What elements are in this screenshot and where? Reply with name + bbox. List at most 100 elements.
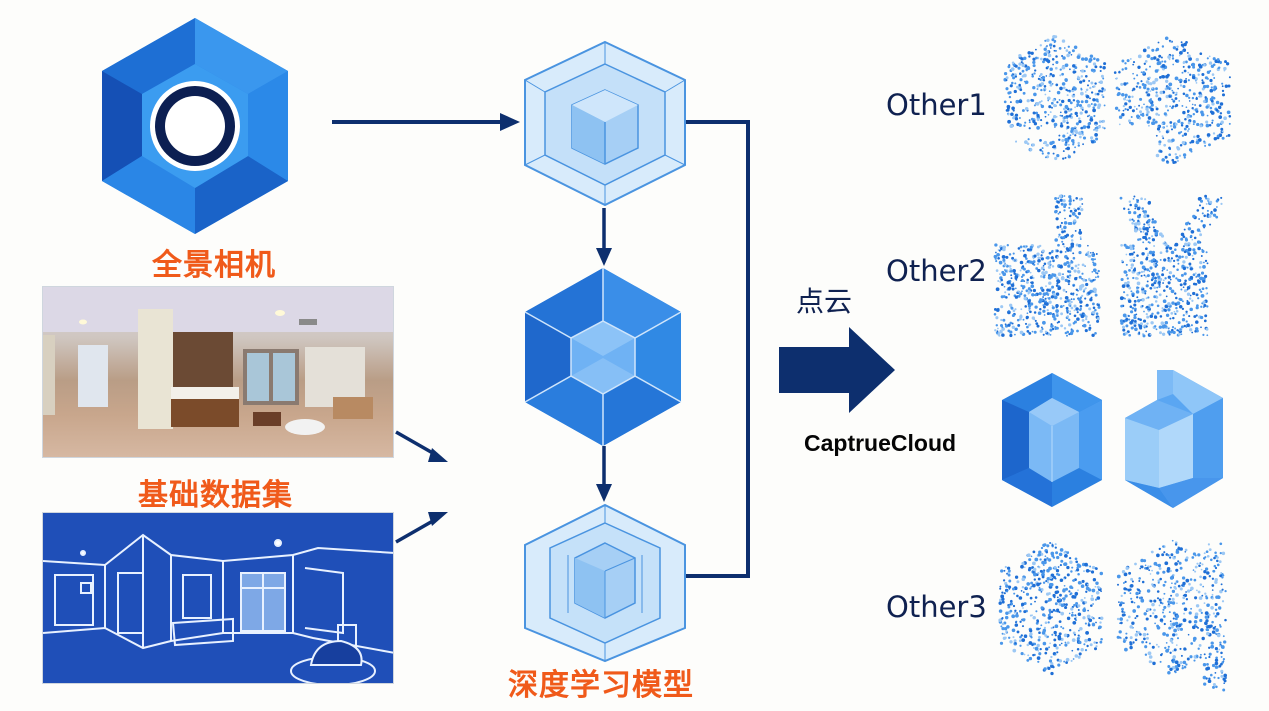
point-cloud-dot — [1012, 604, 1016, 608]
point-cloud-dot — [1213, 85, 1217, 89]
point-cloud-dot — [1153, 608, 1156, 612]
point-cloud-dot — [1084, 297, 1087, 300]
point-cloud-dot — [1063, 327, 1067, 330]
point-cloud-dot — [1145, 107, 1149, 111]
point-cloud-dot — [1077, 573, 1080, 576]
point-cloud-dot — [1064, 594, 1068, 598]
point-cloud-dot — [995, 331, 999, 335]
point-cloud-dot — [1051, 74, 1055, 78]
point-cloud-dot — [1202, 84, 1207, 89]
point-cloud-dot — [1141, 286, 1144, 289]
point-cloud-dot — [1171, 98, 1173, 101]
point-cloud-dot — [1049, 72, 1053, 76]
point-cloud-dot — [1014, 308, 1017, 311]
point-cloud-dot — [1130, 258, 1134, 262]
point-cloud-dot — [1021, 561, 1025, 566]
point-cloud-dot — [1174, 671, 1177, 674]
point-cloud-dot — [1011, 628, 1016, 633]
point-cloud-dot — [1092, 603, 1094, 605]
point-cloud-dot — [1047, 558, 1052, 562]
point-cloud-dot — [1003, 633, 1006, 636]
point-cloud-dot — [1122, 639, 1126, 643]
point-cloud-dot — [1035, 648, 1038, 651]
point-cloud-dot — [1165, 313, 1170, 318]
point-cloud-dot — [1182, 314, 1185, 317]
point-cloud-dot — [1114, 106, 1119, 111]
point-cloud-dot — [1056, 651, 1059, 654]
point-cloud-dot — [1093, 278, 1096, 281]
point-cloud-dot — [1063, 116, 1067, 119]
point-cloud-dot — [1130, 263, 1134, 267]
point-cloud-dot — [1099, 571, 1104, 576]
point-cloud-dot — [1088, 570, 1091, 572]
point-cloud-dot — [1070, 298, 1073, 300]
point-cloud-dot — [1147, 310, 1150, 313]
point-cloud-dot — [1066, 551, 1070, 554]
point-cloud-dot — [1143, 326, 1146, 329]
point-cloud-dot — [1218, 644, 1221, 647]
point-cloud-dot — [1129, 57, 1132, 60]
point-cloud-dot — [1038, 635, 1041, 639]
point-cloud-dot — [1135, 85, 1139, 88]
point-cloud-dot — [1176, 45, 1179, 48]
point-cloud-dot — [1060, 122, 1063, 125]
point-cloud-dot — [1156, 261, 1159, 263]
point-cloud-dot — [1123, 82, 1127, 86]
point-cloud-dot — [1186, 129, 1190, 133]
point-cloud-dot — [1147, 296, 1150, 299]
point-cloud-dot — [1062, 235, 1066, 240]
point-cloud-dot — [1076, 647, 1080, 651]
point-cloud-dot — [1202, 265, 1206, 269]
point-cloud-dot — [1084, 638, 1088, 643]
point-cloud-dot — [1003, 592, 1006, 595]
point-cloud-dot — [1200, 110, 1204, 115]
point-cloud-dot — [1052, 608, 1056, 612]
point-cloud-dot — [1216, 633, 1221, 638]
point-cloud-dot — [1129, 625, 1133, 629]
point-cloud-dot — [1171, 326, 1175, 329]
point-cloud-dot — [1166, 125, 1168, 128]
point-cloud-dot — [1210, 673, 1213, 677]
point-cloud-dot — [1051, 304, 1054, 307]
point-cloud-dot — [1020, 284, 1023, 287]
point-cloud-dot — [1141, 252, 1145, 256]
point-cloud-dot — [1009, 609, 1013, 613]
point-cloud-dot — [1120, 304, 1123, 308]
point-cloud-dot — [1044, 297, 1047, 300]
point-cloud-dot — [1170, 625, 1174, 629]
point-cloud-dot — [1183, 127, 1187, 131]
point-cloud-dot — [1090, 91, 1094, 94]
point-cloud-dot — [1072, 99, 1076, 102]
point-cloud-dot — [1054, 205, 1059, 209]
point-cloud-dot — [1121, 570, 1126, 574]
model-feedback-bracket — [686, 120, 750, 578]
point-cloud-dot — [1084, 562, 1088, 567]
point-cloud-dot — [1070, 261, 1074, 264]
point-cloud-dot — [1184, 60, 1188, 64]
point-cloud-dot — [1080, 208, 1084, 212]
point-cloud-dot — [1168, 597, 1171, 601]
point-cloud-dot — [1169, 317, 1172, 320]
point-cloud-dot — [1087, 291, 1091, 295]
point-cloud-dot — [1202, 224, 1205, 227]
point-cloud-dot — [1200, 271, 1205, 275]
point-cloud-dot — [1000, 295, 1004, 299]
point-cloud-dot — [1065, 657, 1070, 662]
point-cloud-dot — [1030, 555, 1033, 558]
point-cloud-dot — [1090, 103, 1093, 105]
point-cloud-other3-b — [1116, 539, 1228, 692]
point-cloud-dot — [1095, 58, 1100, 62]
point-cloud-dot — [1082, 79, 1086, 83]
point-cloud-dot — [1032, 561, 1036, 566]
point-cloud-dot — [1073, 314, 1077, 318]
point-cloud-dot — [1171, 601, 1176, 605]
point-cloud-dot — [1012, 587, 1015, 591]
point-cloud-dot — [1198, 104, 1202, 107]
point-cloud-dot — [1081, 294, 1084, 298]
point-cloud-dot — [1204, 144, 1207, 147]
point-cloud-dot — [1037, 565, 1041, 569]
point-cloud-dot — [1215, 628, 1219, 632]
point-cloud-dot — [1166, 269, 1169, 271]
point-cloud-dot — [1180, 41, 1183, 44]
point-cloud-dot — [999, 585, 1002, 588]
